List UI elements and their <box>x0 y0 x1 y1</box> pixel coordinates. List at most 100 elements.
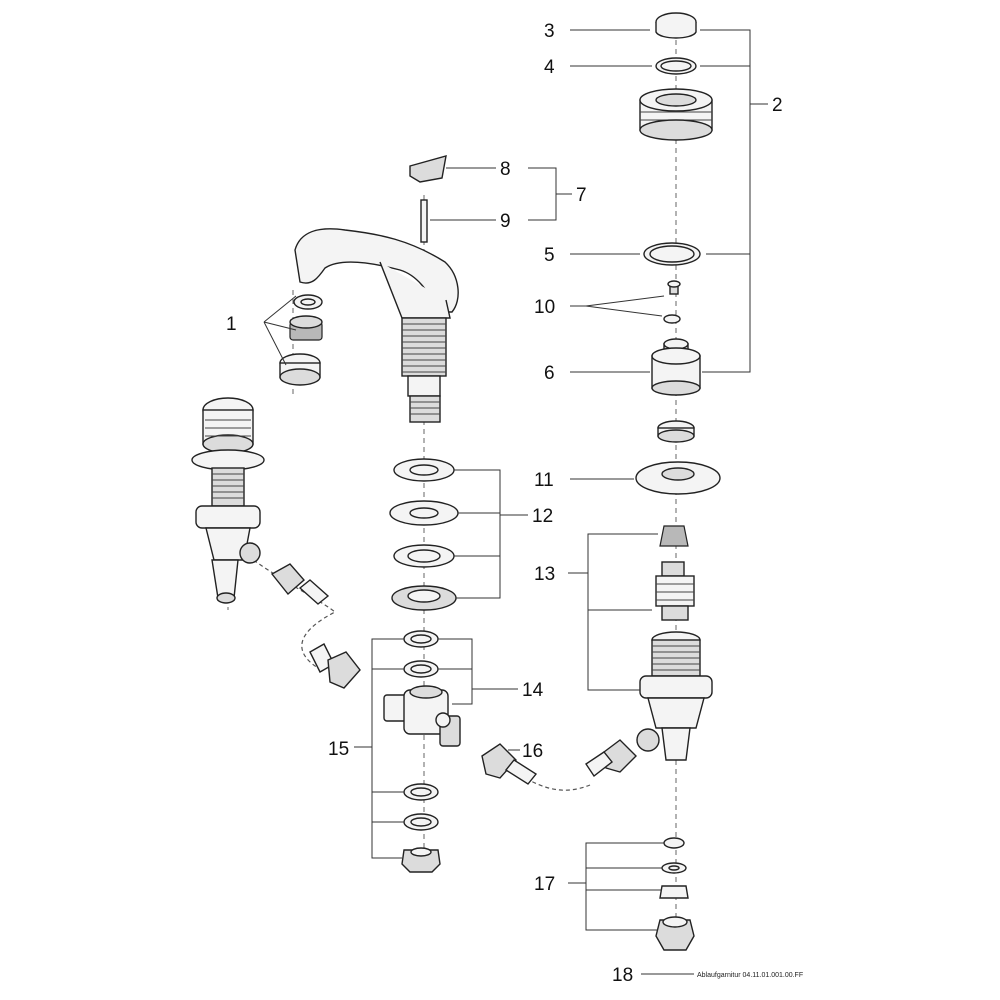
fitting-17d <box>655 919 695 951</box>
left-lower-hose-nut <box>327 651 361 689</box>
cartridge-seal-13 <box>661 605 689 621</box>
lift-rod-group: 8 9 7 <box>409 155 587 243</box>
rosette-11-hole <box>661 467 695 481</box>
left-valve-nut <box>195 505 261 529</box>
right-hose-nut <box>603 739 637 773</box>
washer-12d-hole <box>407 589 441 603</box>
hose-fitting-16: 16 <box>481 741 543 785</box>
o-ring-14a-hole <box>410 634 432 644</box>
handle-sleeve-opening <box>655 93 697 107</box>
union-nut-15-hole <box>410 847 432 857</box>
valve-housing-outlet <box>636 728 660 752</box>
fitting-17c <box>659 885 689 899</box>
washer-12b-hole <box>409 507 439 519</box>
spout-threaded-shank <box>401 317 447 377</box>
hose-tube-16 <box>504 759 538 785</box>
spout-group <box>294 228 459 423</box>
valve-body-flange <box>639 675 713 699</box>
valve-body-thread-lines <box>652 645 700 671</box>
fitting-17b-hole <box>668 865 680 871</box>
callout-14-bracket <box>438 638 518 705</box>
fitting-17d-hole <box>662 916 688 928</box>
left-valve-cap-rings <box>205 419 251 437</box>
callout-7: 7 <box>576 185 587 206</box>
center-lines <box>227 40 677 940</box>
washer-12c-hole <box>407 549 441 563</box>
callout-15: 15 <box>328 739 349 760</box>
aerator-insert-top <box>289 315 323 329</box>
union-nut-15 <box>401 849 441 873</box>
callout-10: 10 <box>534 297 555 318</box>
spout-shank-thread <box>402 323 446 373</box>
callout-10-leaders <box>570 295 665 317</box>
callout-13: 13 <box>534 564 555 585</box>
washer-12a-hole <box>409 464 439 476</box>
callout-17: 17 <box>534 874 555 895</box>
callout-5: 5 <box>544 245 555 266</box>
left-valve-thread <box>212 473 244 499</box>
right-callout-leaders <box>568 29 768 975</box>
left-valve-bottom <box>211 559 239 599</box>
cartridge-spline-13 <box>659 525 689 547</box>
callout-9: 9 <box>500 211 511 232</box>
spout-lower-thread <box>410 401 440 415</box>
ring-5-hole <box>649 245 695 263</box>
left-valve-assembly <box>191 397 265 604</box>
callout-18: 18 <box>612 965 633 986</box>
callout-15-bracket <box>354 638 404 859</box>
callout-7-bracket <box>528 167 572 221</box>
adapter-6-top <box>651 347 701 365</box>
spout-shank-slot <box>407 375 441 397</box>
cartridge-body-13 <box>655 575 695 607</box>
callout-2-bracket <box>700 29 768 373</box>
callout-16: 16 <box>522 741 543 762</box>
adapter-ring-bottom <box>657 429 695 443</box>
fitting-17a <box>663 837 685 849</box>
callout-4: 4 <box>544 57 555 78</box>
lift-rod-pin <box>420 199 428 243</box>
callout-8: 8 <box>500 159 511 180</box>
spout-lower-shank <box>409 395 441 423</box>
aerator-washer-hole <box>300 298 316 306</box>
left-upper-hose-nut <box>270 563 305 596</box>
spout-body <box>294 228 459 313</box>
left-valve-outlet <box>239 542 261 564</box>
t-piece-outlet <box>435 712 451 728</box>
left-hose <box>247 555 337 669</box>
callout-12: 12 <box>532 506 553 527</box>
washer-10 <box>663 314 681 324</box>
callout-13-bracket <box>568 533 658 691</box>
callout-11: 11 <box>534 470 554 491</box>
callout-3: 3 <box>544 21 555 42</box>
aerator-housing-bottom <box>279 368 321 386</box>
washer-stack-12: 12 <box>389 458 553 611</box>
valve-housing-bottom <box>661 727 691 761</box>
callout-14: 14 <box>522 680 544 701</box>
o-ring-15b-hole <box>410 817 432 827</box>
right-valve-assembly <box>585 12 721 951</box>
footnote-drain-set: Ablaufgarnitur 04.11.01.001.00.FF <box>697 972 803 979</box>
t-piece-top-port <box>409 685 443 699</box>
callout-1-leaders <box>263 295 297 366</box>
adapter-6-bottom <box>651 380 701 396</box>
valve-housing <box>647 697 705 729</box>
screw-10-head <box>667 280 681 288</box>
callout-2: 2 <box>772 95 783 116</box>
right-hose-tube <box>585 751 613 778</box>
t-piece-group: 14 15 <box>328 630 544 873</box>
handle-sleeve-bottom <box>639 119 713 141</box>
callout-17-bracket <box>568 842 664 931</box>
o-ring-15a-hole <box>410 787 432 797</box>
left-valve-bottom-nut <box>216 592 236 604</box>
ring-4-hole <box>660 60 692 72</box>
cartridge-body-thread <box>656 583 694 601</box>
right-callout-labels: 3 4 2 5 10 6 11 13 17 18 Ablaufgarnitur … <box>534 21 803 986</box>
lift-rod-knob <box>409 155 447 183</box>
o-ring-14b-hole <box>410 664 432 674</box>
left-valve-flange <box>191 449 265 471</box>
left-upper-hose-tube <box>298 579 330 605</box>
cartridge-spindle-13 <box>661 561 685 577</box>
aerator-group: 1 <box>226 294 323 386</box>
callout-1: 1 <box>226 314 237 335</box>
